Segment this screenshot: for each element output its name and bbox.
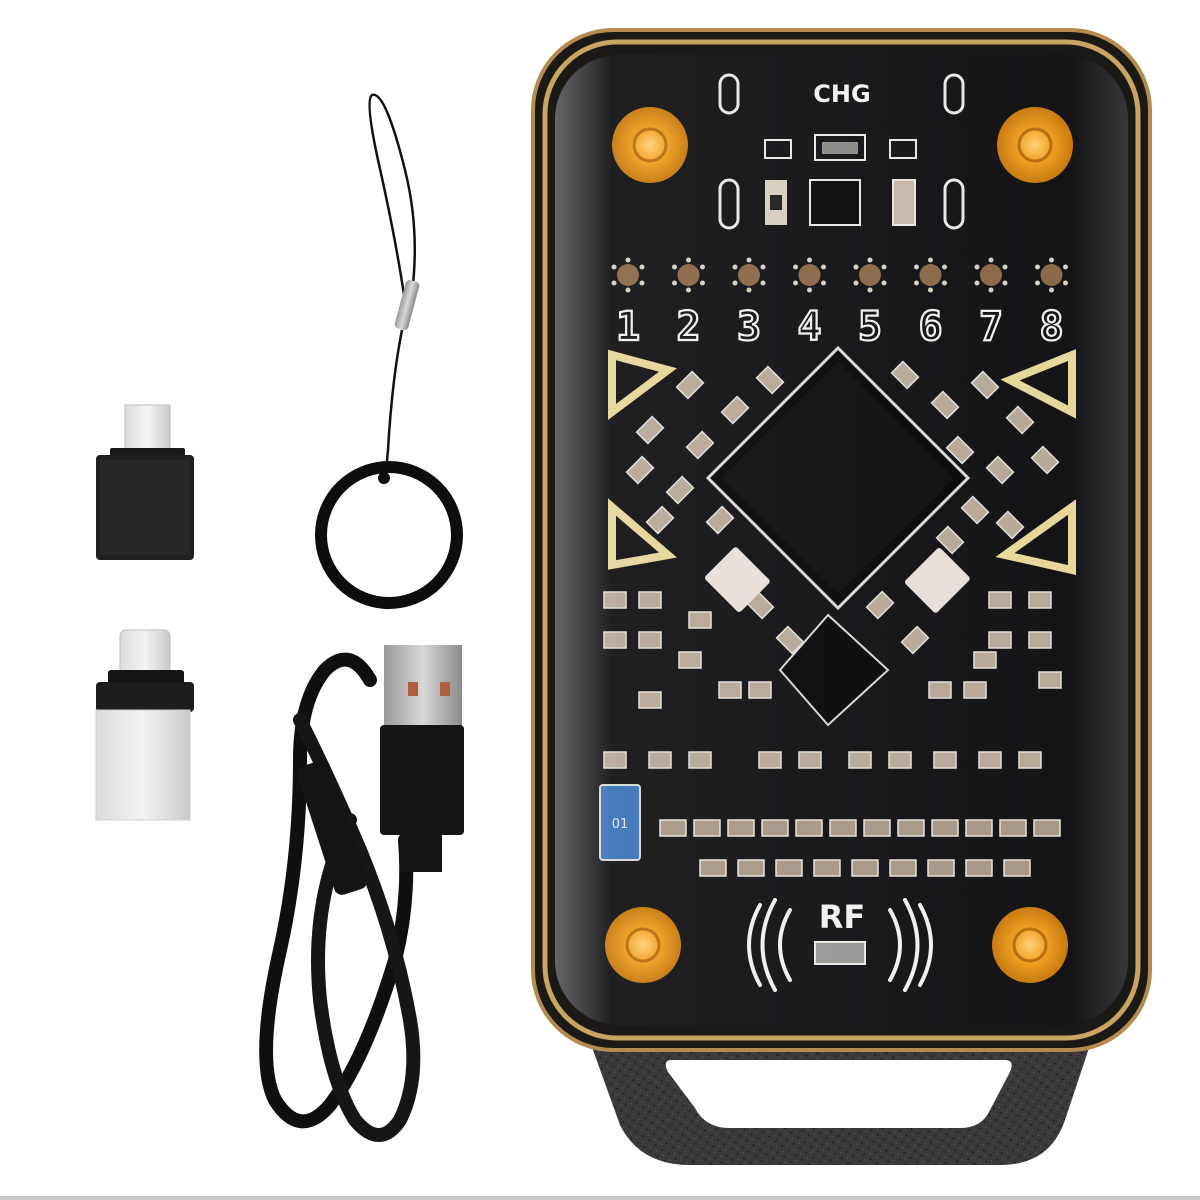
usb-a-plug-metal xyxy=(384,645,462,730)
bottom-divider xyxy=(0,1196,1200,1200)
usb-c-adapter xyxy=(95,629,194,821)
usb-a-plug-housing xyxy=(380,725,464,835)
strap-hole xyxy=(665,1060,1012,1128)
lanyard-ring xyxy=(315,461,463,609)
micro-usb-adapter xyxy=(96,404,194,560)
ferrite-bead xyxy=(297,760,368,895)
glossy-cover xyxy=(555,55,1128,1025)
adapter-body-silver xyxy=(95,709,191,821)
lanyard-clasp xyxy=(394,279,420,331)
usb-cable xyxy=(259,645,464,1142)
gold-trim xyxy=(542,39,1141,1041)
lanyard xyxy=(315,93,463,609)
rf-reader-device: CHG 12345678 xyxy=(531,28,1152,1165)
lanyard-loop xyxy=(368,93,417,296)
